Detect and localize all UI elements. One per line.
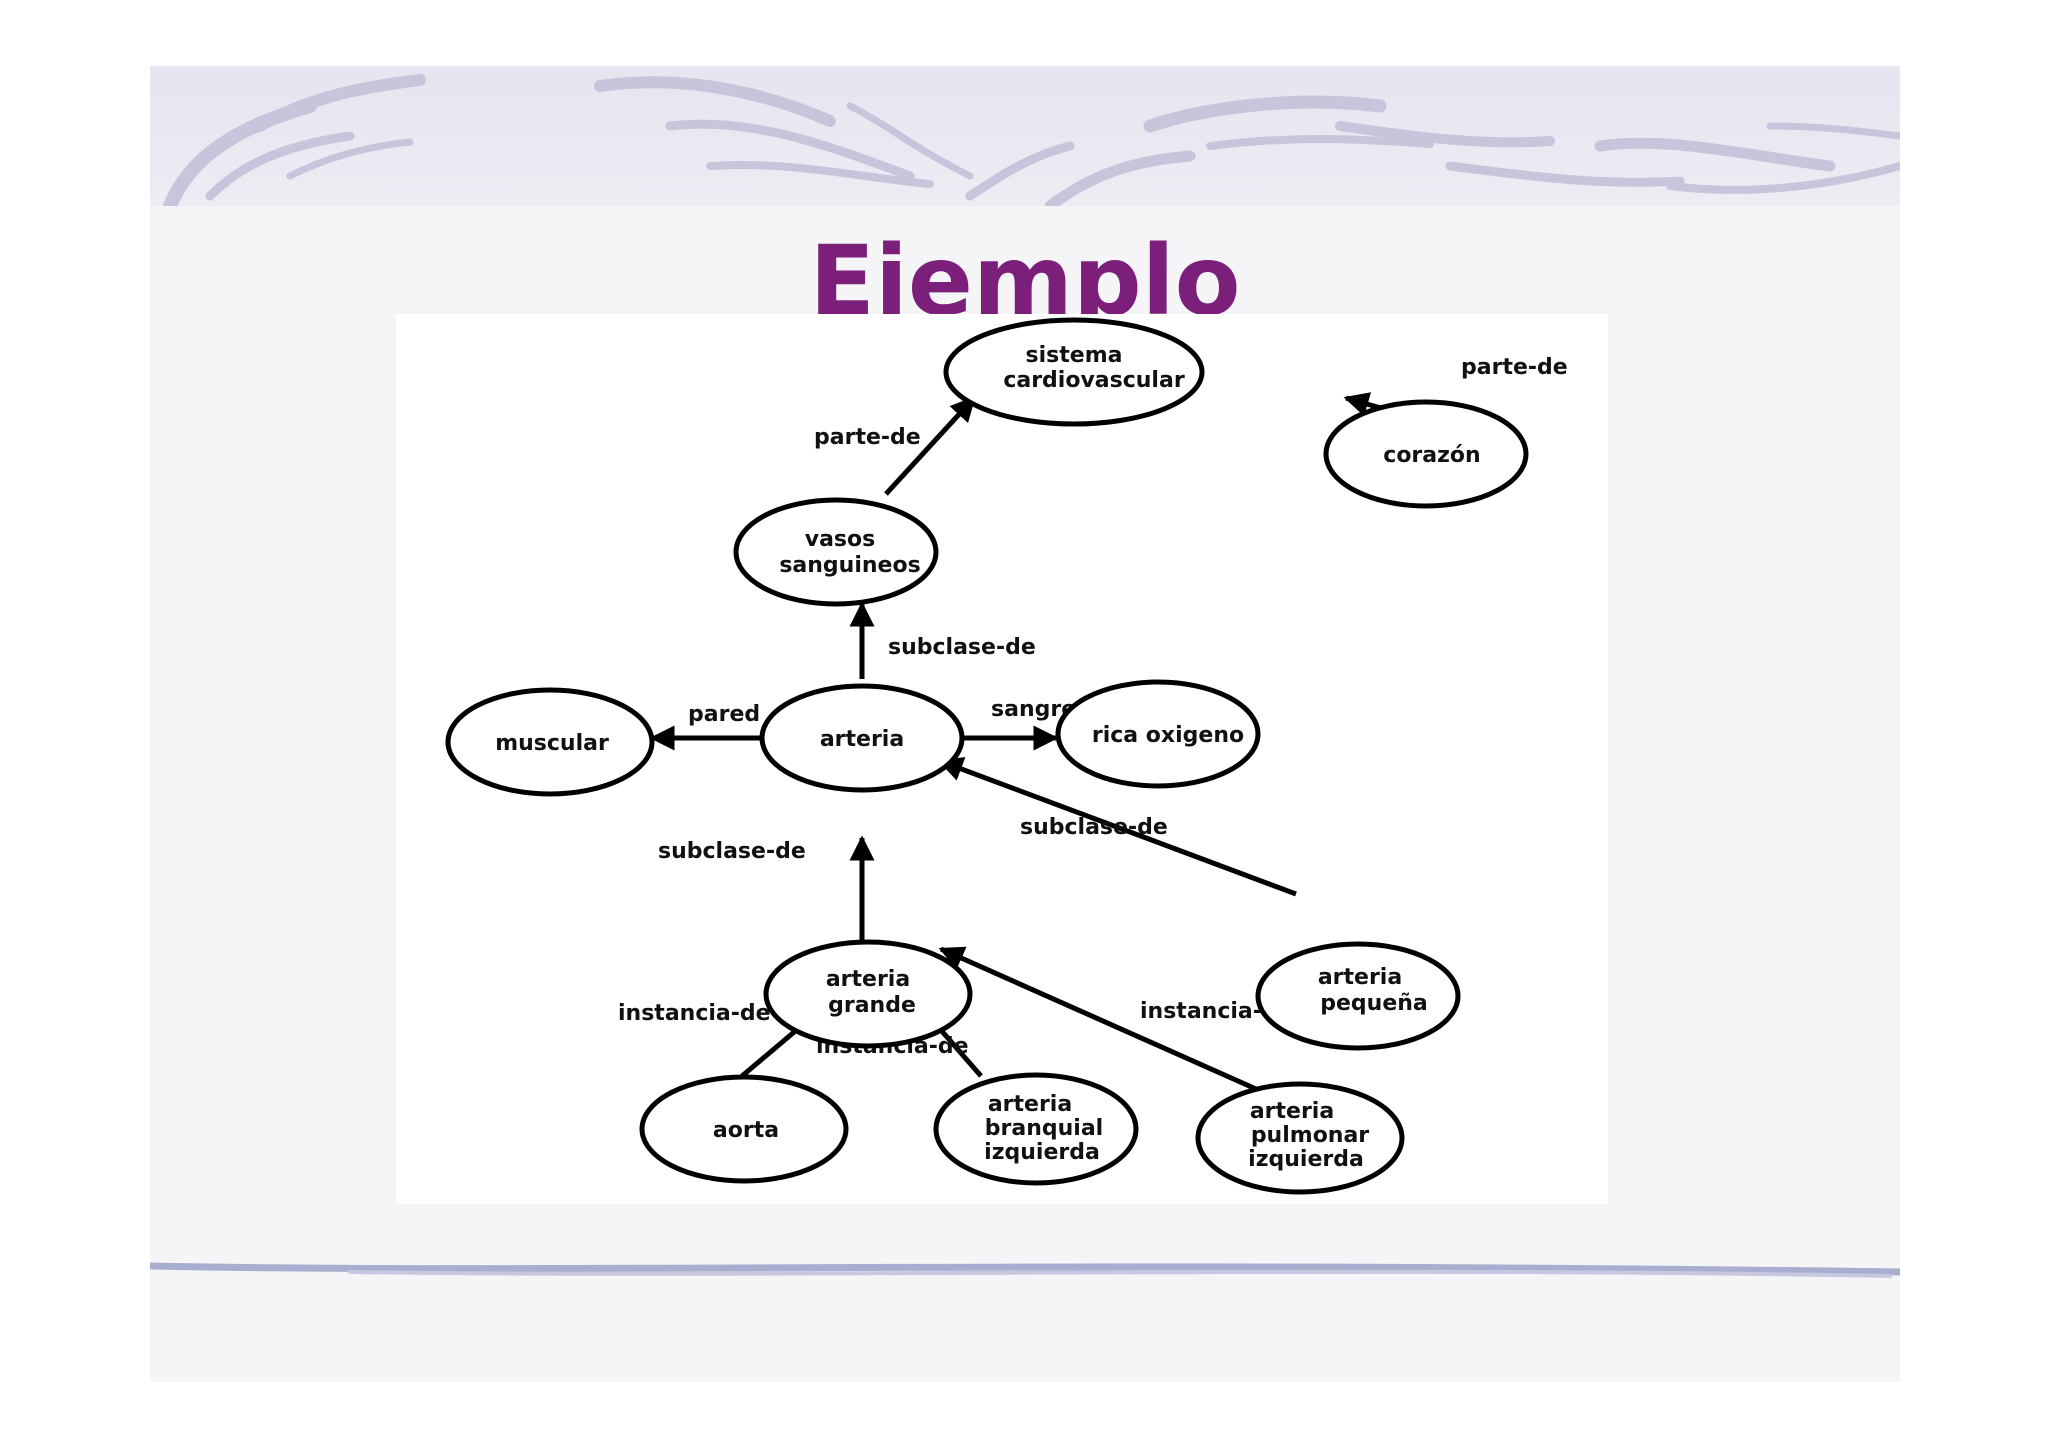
node-label-line: arteria xyxy=(826,967,910,992)
node-arteria-branquial-izquierda: arteria branquial izquierda xyxy=(933,1072,1139,1186)
node-sistema-cardiovascular: sistema cardiovascular xyxy=(943,317,1205,427)
node-label-line: branquial xyxy=(985,1116,1103,1141)
footer-swoosh-line xyxy=(150,1262,1900,1278)
node-arteria-pulmonar-izquierda: arteria pulmonar izquierda xyxy=(1195,1081,1405,1195)
semantic-network-diagram: parte-de parte-de subclase-de pared sang… xyxy=(396,314,1608,1204)
node-label-line: rica oxigeno xyxy=(1092,723,1244,748)
edge-pulmonar-grande: instancia-de xyxy=(938,946,1293,1092)
edge-label-instancia-de: instancia-de xyxy=(618,1001,771,1026)
edge-label-subclase-de: subclase-de xyxy=(1020,815,1168,840)
node-label-line: grande xyxy=(828,993,916,1018)
edge-label-subclase-de: subclase-de xyxy=(888,635,1036,660)
node-label-line: arteria xyxy=(1318,965,1402,990)
node-corazon: corazón xyxy=(1323,399,1529,509)
node-label-line: sistema xyxy=(1026,343,1123,368)
node-vasos-sanguineos: vasos sanguineos xyxy=(733,497,939,607)
node-arteria: arteria xyxy=(759,683,965,793)
node-label-line: aorta xyxy=(713,1118,779,1143)
edge-arteria-vasos: subclase-de xyxy=(849,601,1036,679)
node-label-line: arteria xyxy=(1250,1099,1334,1124)
edge-label-parte-de: parte-de xyxy=(1461,355,1568,380)
edge-grande-arteria: subclase-de xyxy=(658,835,875,940)
node-label-line: vasos xyxy=(805,527,876,552)
node-aorta: aorta xyxy=(639,1074,849,1184)
edge-label-pared: pared xyxy=(688,702,760,727)
node-rica-oxigeno: rica oxigeno xyxy=(1055,679,1261,789)
edge-label-parte-de: parte-de xyxy=(814,425,921,450)
node-label-line: arteria xyxy=(988,1092,1072,1117)
slide: Ejemplo parte-de parte-de subclase-de xyxy=(150,66,1900,1382)
node-label-line: corazón xyxy=(1383,443,1480,468)
swoosh-decoration xyxy=(163,74,1900,206)
node-label-line: pulmonar xyxy=(1251,1123,1369,1148)
node-label-line: sanguineos xyxy=(779,553,920,578)
node-label-line: pequeña xyxy=(1320,991,1428,1016)
node-label-line: muscular xyxy=(495,731,609,756)
node-label-line: izquierda xyxy=(1248,1147,1364,1172)
node-arteria-grande: arteria grande xyxy=(763,939,973,1049)
node-label-line: izquierda xyxy=(984,1140,1100,1165)
node-label-line: arteria xyxy=(820,727,904,752)
edge-vasos-sistema: parte-de xyxy=(814,396,976,496)
decorative-banner xyxy=(150,66,1900,206)
node-arteria-pequena: arteria pequeña xyxy=(1255,941,1461,1051)
node-muscular: muscular xyxy=(445,687,655,797)
edge-label-subclase-de: subclase-de xyxy=(658,839,806,864)
node-label-line: cardiovascular xyxy=(1003,368,1185,393)
edge-pequena-arteria: subclase-de xyxy=(937,757,1297,897)
